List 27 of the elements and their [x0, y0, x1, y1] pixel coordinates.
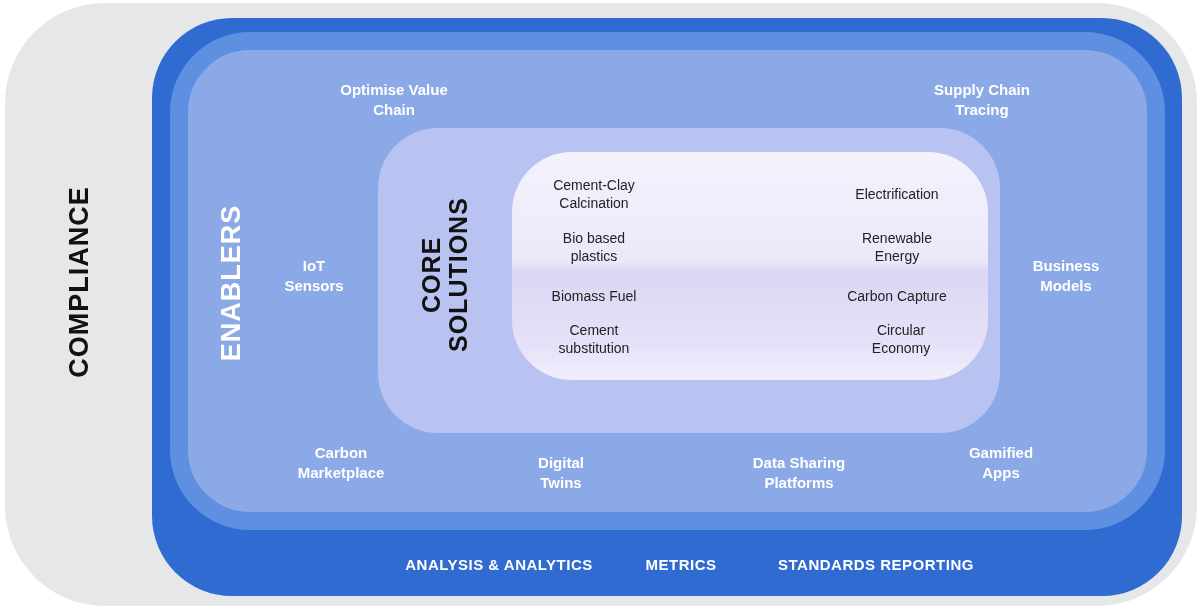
solution-label: Cement-Clay Calcination	[552, 175, 636, 213]
band-label: STANDARDS REPORTING	[777, 555, 975, 575]
enabler-label: Data Sharing Platforms	[751, 452, 847, 492]
solution-label: Biomass Fuel	[550, 286, 638, 306]
panel-heading: ENABLERS	[217, 204, 247, 362]
enabler-label: Supply Chain Tracing	[933, 79, 1031, 119]
core-panel	[378, 128, 1000, 433]
outer-panel	[5, 3, 1197, 606]
band-panel	[152, 18, 1182, 596]
enabler-label: Digital Twins	[537, 452, 585, 492]
solution-label: Electrification	[854, 184, 940, 204]
panel-heading: CORE SOLUTIONS	[417, 196, 473, 355]
solution-label: Circular Economy	[870, 320, 932, 358]
panel-heading: COMPLIANCE	[65, 186, 95, 378]
solution-label: Cement substitution	[557, 320, 631, 358]
enabler-label: Gamified Apps	[967, 442, 1035, 482]
solutions-panel	[512, 152, 988, 380]
enabler-label: Business Models	[1031, 255, 1101, 295]
solution-label: Bio based plastics	[561, 228, 627, 266]
solution-label: Carbon Capture	[846, 286, 948, 306]
band-label: ANALYSIS & ANALYTICS	[404, 555, 594, 575]
enabler-label: Optimise Value Chain	[339, 79, 449, 119]
band-label: METRICS	[644, 555, 718, 575]
enabler-label: IoT Sensors	[283, 255, 345, 295]
enabler-label: Carbon Marketplace	[296, 442, 386, 482]
solution-label: Renewable Energy	[860, 228, 934, 266]
enablers-panel	[170, 32, 1165, 530]
